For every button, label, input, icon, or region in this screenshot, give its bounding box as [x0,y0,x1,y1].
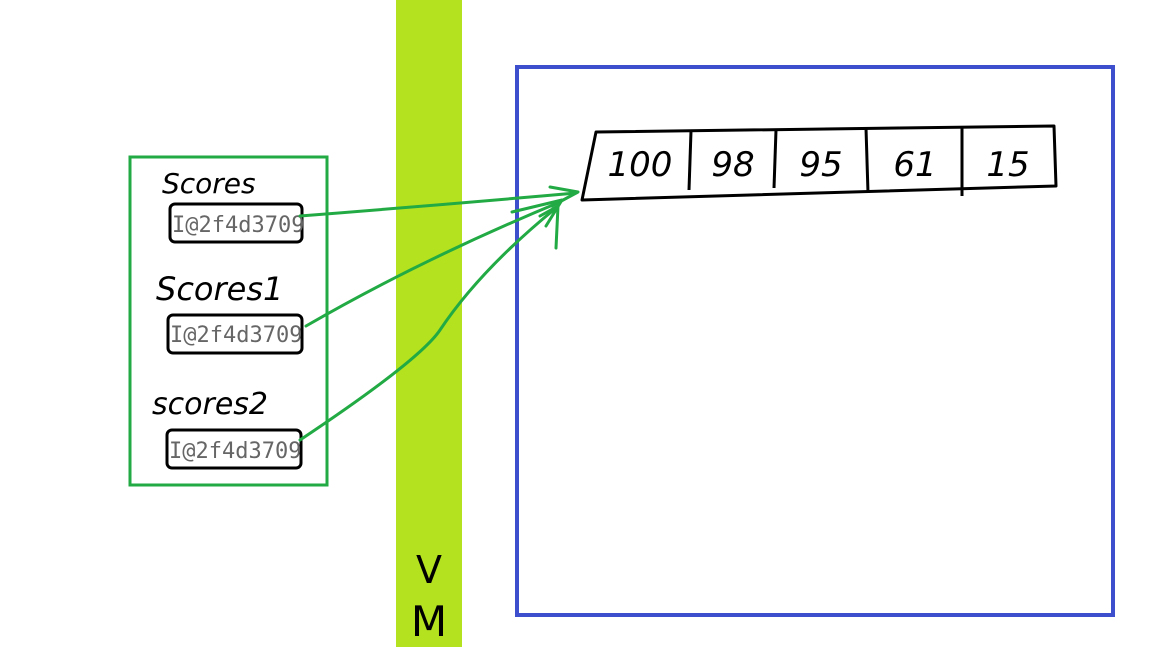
vm-label-m: M [411,597,447,646]
reference-value: I@2f4d3709 [170,323,302,348]
reference-arrow [298,206,558,442]
array-divider [864,127,870,194]
arrowhead [510,198,564,228]
reference-arrow [304,200,562,328]
variable-name: Scores [162,167,256,200]
heap-array: 100 98 95 61 15 [580,124,1058,202]
reference-arrow [298,191,578,218]
stack-variable: Scores I@2f4d3709 [162,167,304,244]
reference-box [166,313,304,355]
vm-label-v: V [416,548,442,592]
heap-area [515,65,1115,617]
vm-bar [396,0,462,647]
array-divider [772,129,778,189]
variable-name: scores2 [152,387,268,422]
reference-value: I@2f4d3709 [172,213,304,238]
reference-box [168,202,304,244]
reference-box [165,428,303,470]
array-cell-value: 100 [608,145,673,185]
stack-variable: scores2 I@2f4d3709 [152,387,303,470]
stack-frame [128,155,329,487]
array-divider [687,130,693,191]
variable-name: Scores1 [156,270,283,308]
arrowhead [538,204,560,250]
stack-variable: Scores1 I@2f4d3709 [156,270,304,355]
array-cell-value: 61 [893,145,936,185]
array-cell-value: 98 [711,145,754,185]
array-cell-value: 15 [986,145,1029,185]
reference-value: I@2f4d3709 [169,439,301,464]
array-outline [580,124,1058,202]
reference-arrows [298,185,580,442]
array-cell-value: 95 [799,145,842,185]
